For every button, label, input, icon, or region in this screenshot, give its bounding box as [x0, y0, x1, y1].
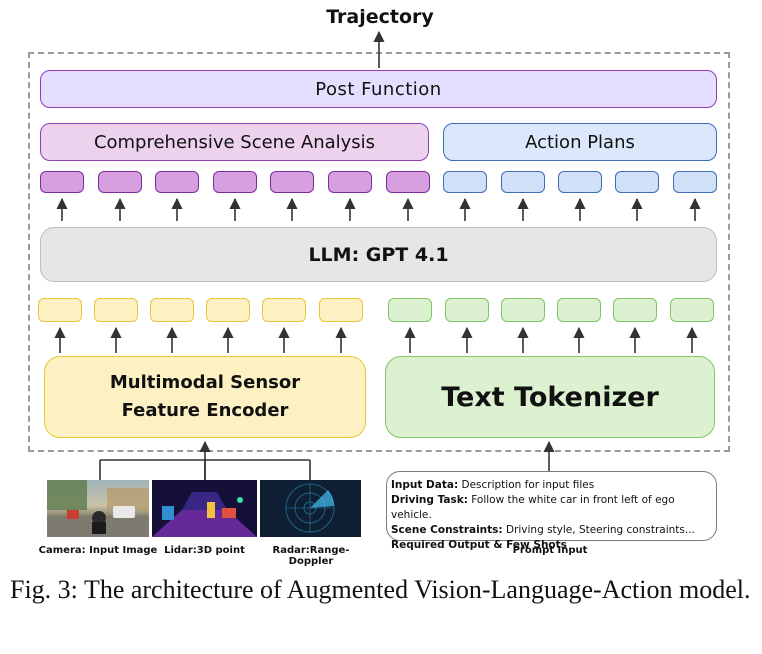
input-token-text	[501, 298, 545, 322]
lidar-point-thumbnail	[152, 480, 257, 537]
text-tokenizer-block: Text Tokenizer	[385, 356, 715, 438]
camera-caption: Camera: Input Image	[38, 545, 158, 556]
output-token-scene	[98, 171, 142, 193]
input-token-sensor	[319, 298, 363, 322]
output-token-scene	[155, 171, 199, 193]
scene-analysis-block: Comprehensive Scene Analysis	[40, 123, 429, 161]
output-token-action	[443, 171, 487, 193]
prompt-line-driving-task: Driving Task: Follow the white car in fr…	[391, 494, 675, 521]
output-token-action	[615, 171, 659, 193]
output-token-action	[501, 171, 545, 193]
sensor-encoder-block: Multimodal Sensor Feature Encoder	[44, 356, 366, 438]
input-token-sensor	[206, 298, 250, 322]
figure-caption: Fig. 3: The architecture of Augmented Vi…	[10, 575, 751, 604]
lidar-caption: Lidar:3D point	[164, 545, 245, 556]
output-token-scene	[213, 171, 257, 193]
output-token-scene	[270, 171, 314, 193]
output-token-scene	[40, 171, 84, 193]
output-token-scene	[328, 171, 372, 193]
sensor-encoder-label: Multimodal Sensor Feature Encoder	[109, 372, 301, 421]
output-token-action	[558, 171, 602, 193]
llm-block: LLM: GPT 4.1	[40, 227, 717, 282]
input-token-sensor	[38, 298, 82, 322]
prompt-line-input-data: Input Data: Description for input files	[391, 479, 595, 491]
input-token-sensor	[150, 298, 194, 322]
input-token-text	[445, 298, 489, 322]
input-token-text	[557, 298, 601, 322]
action-plans-block: Action Plans	[443, 123, 717, 161]
prompt-line-scene-constraints: Scene Constraints: Driving style, Steeri…	[391, 524, 695, 536]
radar-doppler-thumbnail	[260, 480, 361, 537]
prompt-input-box: Input Data: Description for input files …	[386, 471, 717, 551]
prompt-line-required-output: Required Output & Few Shots	[391, 539, 567, 551]
input-token-text	[670, 298, 714, 322]
camera-image-thumbnail	[47, 480, 149, 537]
prompt-caption: Prompt Input	[512, 545, 588, 556]
input-token-text	[388, 298, 432, 322]
trajectory-output-label: Trajectory	[326, 6, 434, 28]
output-token-scene	[386, 171, 430, 193]
post-function-block: Post Function	[40, 70, 717, 108]
radar-caption: Radar:Range-Doppler	[272, 545, 350, 567]
input-token-sensor	[94, 298, 138, 322]
input-token-sensor	[262, 298, 306, 322]
output-token-action	[673, 171, 717, 193]
input-token-text	[613, 298, 657, 322]
